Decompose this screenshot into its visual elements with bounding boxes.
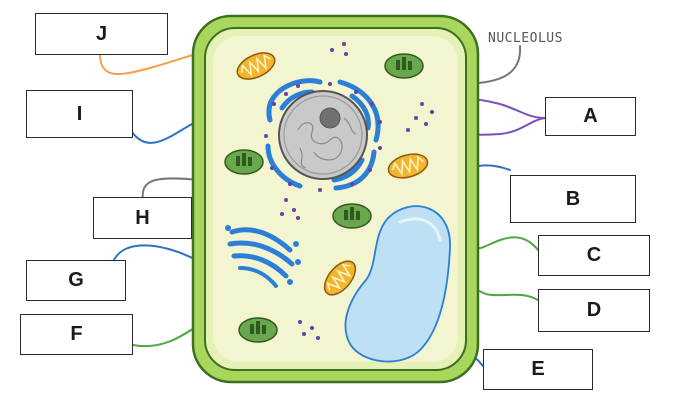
label-box-i[interactable]: I: [26, 90, 133, 138]
label-box-c[interactable]: C: [538, 235, 650, 276]
chloroplast: [238, 317, 278, 343]
label-i: I: [76, 102, 83, 125]
label-box-g[interactable]: G: [26, 260, 126, 301]
golgi-apparatus: [225, 225, 301, 288]
label-box-h[interactable]: H: [93, 197, 192, 239]
label-f: F: [70, 323, 83, 345]
chloroplast: [384, 53, 424, 79]
mitochondria: [236, 52, 429, 296]
label-box-a[interactable]: A: [545, 97, 636, 136]
label-box-e[interactable]: E: [483, 349, 593, 390]
nucleus: [278, 90, 368, 180]
vesicles: [280, 42, 434, 340]
label-b: B: [565, 187, 581, 210]
label-box-j[interactable]: J: [35, 13, 168, 55]
label-h: H: [135, 206, 150, 229]
label-e: E: [531, 358, 545, 380]
chloroplast: [224, 149, 264, 175]
vacuole: [344, 205, 451, 363]
mitochondrion: [387, 153, 429, 179]
label-box-f[interactable]: F: [20, 314, 133, 355]
nucleolus-caption: NUCLEOLUS: [488, 31, 563, 46]
chromatin: [297, 117, 357, 169]
chloroplasts: [224, 53, 424, 343]
label-c: C: [586, 244, 602, 266]
label-box-d[interactable]: D: [538, 289, 650, 332]
label-g: G: [68, 269, 84, 291]
chloroplast: [332, 203, 372, 229]
mitochondrion: [323, 260, 357, 296]
label-a: A: [583, 105, 598, 127]
label-j: J: [95, 22, 108, 45]
mitochondrion: [236, 52, 276, 80]
label-d: D: [586, 299, 602, 321]
nuclear-envelope: [283, 95, 363, 175]
label-box-b[interactable]: B: [510, 175, 636, 223]
vacuole-highlight: [398, 217, 442, 242]
nucleolus: [319, 107, 341, 129]
ribosomes: [264, 82, 382, 192]
